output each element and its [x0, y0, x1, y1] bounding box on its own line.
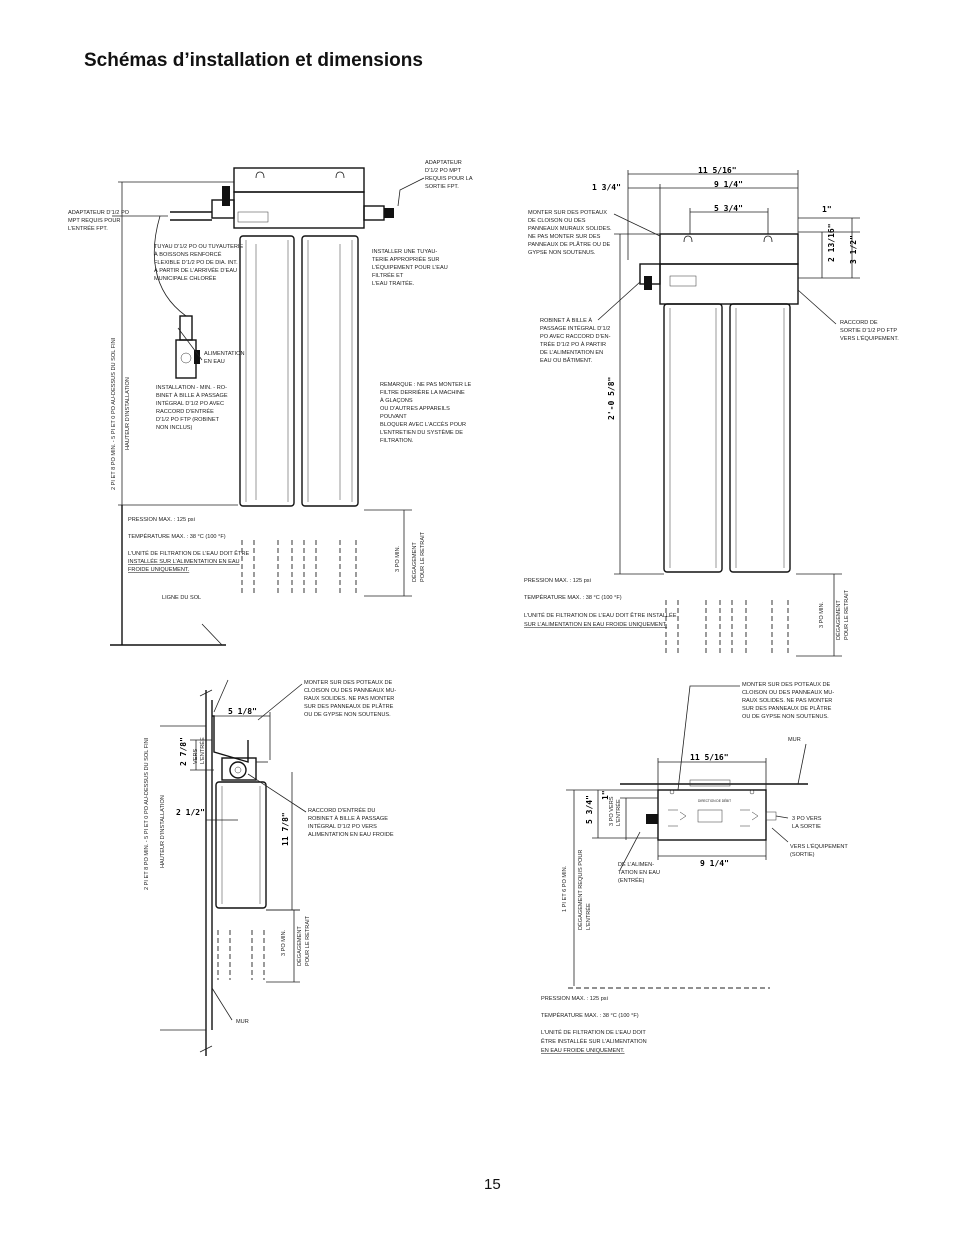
dim-5-3-4: 5 3/4" — [714, 204, 743, 213]
dimfig-housing-left — [663, 303, 723, 573]
clearance-title: DÉGAGEMENT — [296, 926, 303, 966]
wall-label: MUR — [236, 1019, 249, 1025]
dim-5-1-8: 5 1/8" — [228, 707, 257, 716]
install-height-title: HAUTEUR D’INSTALLATION — [160, 795, 166, 868]
clearance-title: DÉGAGEMENT — [411, 542, 418, 582]
min-floor-label: 1 PI ET 6 PO MIN. — [562, 865, 568, 912]
page-number: 15 — [484, 1176, 501, 1193]
cold-note-line2: ÊTRE INSTALLÉE SUR L’ALIMENTATION — [541, 1037, 647, 1045]
to-equipment-label: VERS L’ÉQUIPEMENT(SORTIE) — [790, 843, 848, 858]
pressure-label: PRESSION MAX. : 125 psi — [524, 578, 591, 584]
filter-head-body — [233, 191, 365, 229]
cold-note-line3: EN EAU FROIDE UNIQUEMENT. — [541, 1048, 625, 1054]
clearance-min: 3 PO MIN. — [819, 601, 825, 628]
dim-2-1-2: 2 1/2" — [176, 808, 205, 817]
dim-9-1-4: 9 1/4" — [714, 180, 743, 189]
cold-note-line3: FROIDE UNIQUEMENT. — [128, 567, 190, 573]
dimfig-head-top — [659, 233, 799, 265]
figure-dimensioned-front-labels: 11 5/16" 1 3/4" 9 1/4" 5 3/4" 1" 2 13/16… — [524, 166, 899, 640]
install-height-range: 2 PI ET 8 PO MIN. - 5 PI ET 0 PO AU-DESS… — [111, 337, 117, 490]
cold-note-line1: L’UNITÉ DE FILTRATION DE L’EAU DOIT ÊTRE… — [524, 611, 677, 619]
wall-label: MUR — [788, 737, 801, 743]
dim-overall: 11 5/16" — [698, 166, 737, 175]
to-inlet-label: 3 PO VERSL’ENTRÉE — [609, 796, 622, 826]
filter-head-top — [233, 167, 365, 193]
cold-note-line2: SUR L’ALIMENTATION EN EAU FROIDE UNIQUEM… — [524, 622, 668, 628]
dim-11-5-16: 11 5/16" — [690, 753, 729, 762]
clearance-title: DÉGAGEMENT — [835, 600, 842, 640]
ground-line-label: LIGNE DU SOL — [162, 595, 201, 601]
filter-housing-left — [239, 235, 295, 507]
clearance-min: 3 PO MIN. — [281, 929, 287, 956]
dim-11-7-8: 11 7/8" — [281, 812, 290, 846]
temperature-label: TEMPÉRATURE MAX. : 38 °C (100 °F) — [541, 1012, 639, 1019]
pressure-label: PRESSION MAX. : 125 psi — [128, 517, 195, 523]
cold-note-line2: INSTALLÉE SUR L’ALIMENTATION EN EAU — [128, 558, 240, 565]
dimfig-housing-right — [729, 303, 791, 573]
cold-note-line1: L’UNITÉ DE FILTRATION DE L’EAU DOIT ÊTRE — [128, 549, 249, 557]
dim-1: 1" — [601, 790, 610, 800]
dim-5-3-4: 5 3/4" — [585, 795, 594, 824]
dim-9-1-4: 9 1/4" — [700, 859, 729, 868]
from-supply-label: DE L’ALIMEN-TATION EN EAU(ENTRÉE) — [618, 862, 660, 884]
install-tubing-label: INSTALLER UNE TUYAU-TERIE APPROPRIÉE SUR… — [372, 249, 448, 287]
flow-direction-label: DIRECTION DE DÉBIT — [698, 798, 731, 803]
clearance-purpose: POUR LE RETRAIT — [844, 589, 850, 640]
dim-height: 2'-0 5/8" — [607, 377, 616, 420]
dim-1-3-4: 1 3/4" — [592, 183, 621, 192]
temperature-label: TEMPÉRATURE MAX. : 38 °C (100 °F) — [128, 533, 226, 540]
dim-2-7-8: 2 7/8" — [179, 737, 188, 766]
temperature-label: TEMPÉRATURE MAX. : 38 °C (100 °F) — [524, 594, 622, 601]
install-height-range: 2 PI ET 8 PO MIN. - 5 PI ET 0 PO AU-DESS… — [144, 737, 150, 890]
sidefig-housing — [215, 781, 267, 909]
clearance-purpose: POUR LE RETRAIT — [305, 915, 311, 966]
figure-dimensioned-front — [597, 170, 860, 657]
page-title: Schémas d’installation et dimensions — [84, 50, 423, 71]
plan-head — [657, 789, 767, 841]
figure-side-view — [160, 679, 307, 1056]
to-inlet-label: VERSL’ENTRÉE — [193, 737, 206, 764]
figure-front-view — [110, 167, 425, 646]
pressure-label: PRESSION MAX. : 125 psi — [541, 996, 608, 1002]
dimfig-head-body — [659, 263, 799, 305]
clearance-min: 3 PO MIN. — [395, 545, 401, 572]
install-height-title: HAUTEUR D’INSTALLATION — [125, 377, 131, 450]
min-install-label: INSTALLATION - MIN. - RO-BINET À BILLE À… — [156, 385, 228, 431]
filter-housing-right — [301, 235, 359, 507]
figure-plan-view — [566, 685, 808, 989]
dim-1: 1" — [822, 205, 832, 214]
dim-3-1-2: 3 1/2" — [849, 235, 858, 264]
figure-side-view-labels: 5 1/8" 2 7/8" VERSL’ENTRÉE 2 1/2" 11 7/8… — [144, 680, 396, 1025]
cold-note-line1: L’UNITÉ DE FILTRATION DE L’EAU DOIT — [541, 1029, 646, 1036]
dim-2-13-16: 2 13/16" — [827, 223, 836, 262]
clearance-purpose: POUR LE RETRAIT — [420, 531, 426, 582]
